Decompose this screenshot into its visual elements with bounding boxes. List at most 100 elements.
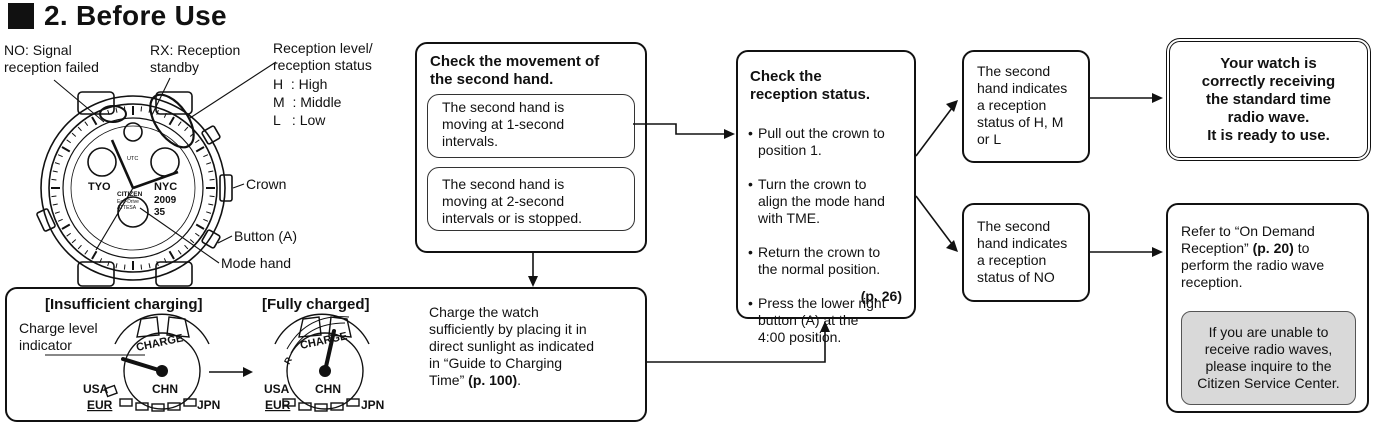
gauge2-chn: CHN <box>315 382 341 396</box>
dial-tick <box>52 203 58 206</box>
gauge1-jpn: JPN <box>197 398 220 412</box>
leader-mode-hand <box>139 207 220 264</box>
level-l: L : Low <box>273 112 326 128</box>
dial-tick <box>123 264 126 270</box>
on-demand-text-1: Refer to “On Demand Reception” <box>1181 223 1315 256</box>
dial-tick <box>168 250 175 260</box>
dial-tick <box>66 232 71 237</box>
gauge1-chn: CHN <box>152 382 178 396</box>
mode-hand-label: Mode hand <box>221 255 292 271</box>
movement-title: Check the movement of the second hand. <box>430 53 600 88</box>
dial-tick <box>209 195 215 198</box>
reception-steps: Pull out the crown to position 1. Turn t… <box>748 108 914 363</box>
dial-tick <box>51 178 57 181</box>
charging-instruction-end: . <box>517 372 522 388</box>
dial-tick <box>115 107 118 113</box>
gauge1-usa: USA <box>83 382 109 396</box>
reception-title: Check the reception status. <box>750 68 871 103</box>
dial-tick <box>148 107 151 113</box>
charging-instruction-ref: (p. 100) <box>468 372 518 388</box>
result-ready-text: Your watch is correctly receiving the st… <box>1201 54 1336 144</box>
level-m: M : Middle <box>273 94 342 110</box>
leader-level <box>189 61 277 119</box>
dial-tick <box>61 223 71 230</box>
dial-tick <box>206 162 212 165</box>
dial-tick <box>177 121 182 126</box>
dial-tick <box>84 250 89 255</box>
dial-tick <box>107 261 110 267</box>
dial-tick <box>148 263 151 269</box>
dial-tick <box>177 250 182 255</box>
on-demand-ref: (p. 20) <box>1252 240 1294 256</box>
dial-nyc: NYC <box>154 181 177 193</box>
dial-tick <box>77 244 82 250</box>
watch-illustration: TYO NYC 2009 35 CITIZEN Eco-Drive ATTESA… <box>36 61 277 287</box>
arrow-to-hml <box>915 107 953 157</box>
reception-box: Check the reception status. Pull out the… <box>736 50 916 345</box>
dial-day: 35 <box>154 207 166 218</box>
charging-instruction-text: Charge the watch sufficiently by placing… <box>429 304 594 388</box>
level-h: H : High <box>273 76 328 92</box>
reception-level-title: Reception level/ reception status <box>273 40 373 73</box>
gauge2-eur: EUR <box>265 398 291 412</box>
dial-tick <box>208 203 214 206</box>
dial-tick <box>163 112 167 118</box>
on-demand-text-2: to perform the radio wave reception. <box>1181 240 1325 290</box>
option-2-second: The second hand is moving at 2-second in… <box>427 167 635 231</box>
dial-brand: CITIZEN <box>117 191 143 198</box>
dial-tick <box>203 154 209 158</box>
rx-label: RX: Reception standby <box>150 42 241 75</box>
arrow-to-reception <box>633 123 724 135</box>
dial-sub: Eco-Drive <box>117 199 139 205</box>
dial-tick <box>99 258 103 264</box>
gauge2-usa: USA <box>264 382 290 396</box>
charging-box: [Insufficient charging] [Fully charged] … <box>5 287 647 422</box>
reception-page-ref: (p. 26) <box>860 288 902 304</box>
dial-tick <box>203 218 209 222</box>
leader-no <box>53 79 105 123</box>
option-1-second: The second hand is moving at 1-second in… <box>427 94 635 158</box>
dial-tick <box>206 211 212 214</box>
status-no-box: The second hand indicates a reception st… <box>962 203 1090 302</box>
arrow-to-no <box>915 195 953 245</box>
dial-tick <box>54 162 60 165</box>
dial-tick <box>168 116 175 126</box>
button-a-label: Button (A) <box>234 228 298 244</box>
dial-tick <box>61 146 71 153</box>
dial-tick <box>57 218 63 222</box>
dial-tick <box>71 132 77 137</box>
charge-gauges: CHARGE CHN USA EUR JPN CHARGE R CHN USA … <box>45 313 384 412</box>
charge-level-label: Charge level indicator <box>19 320 98 353</box>
dial-tick <box>84 121 89 126</box>
dial-tick <box>184 244 189 250</box>
leader-rx <box>151 77 171 116</box>
dial-tick <box>71 239 77 244</box>
dial-tick <box>77 126 82 132</box>
insufficient-title: [Insufficient charging] <box>45 296 203 313</box>
on-demand-box: Refer to “On Demand Reception” (p. 20) t… <box>1166 203 1369 413</box>
section-title: 2. Before Use <box>8 0 227 32</box>
fully-title: [Fully charged] <box>262 296 370 313</box>
reception-step-3: Return the crown to the normal position. <box>748 244 914 278</box>
leader-crown <box>232 183 245 189</box>
dial-tick <box>107 109 110 115</box>
charging-instruction: Charge the watch sufficiently by placing… <box>429 304 639 389</box>
section-square-icon <box>8 3 34 29</box>
dial-tick <box>208 170 214 173</box>
gauge1-eur: EUR <box>87 398 113 412</box>
dial-tick <box>189 239 195 244</box>
arrow-charging-to-reception <box>647 332 826 363</box>
dial-tick <box>54 211 60 214</box>
dial-tick <box>189 132 195 137</box>
dial-tick <box>115 263 118 269</box>
dial-tick <box>156 109 159 115</box>
dial-tick <box>140 106 143 112</box>
no-label: NO: Signal reception failed <box>4 42 99 75</box>
dial-tick <box>195 146 205 153</box>
dial-tick <box>99 112 103 118</box>
dial-tick <box>66 139 71 144</box>
reception-step-2: Turn the crown to align the mode hand wi… <box>748 176 914 227</box>
dial-tick <box>184 126 189 132</box>
